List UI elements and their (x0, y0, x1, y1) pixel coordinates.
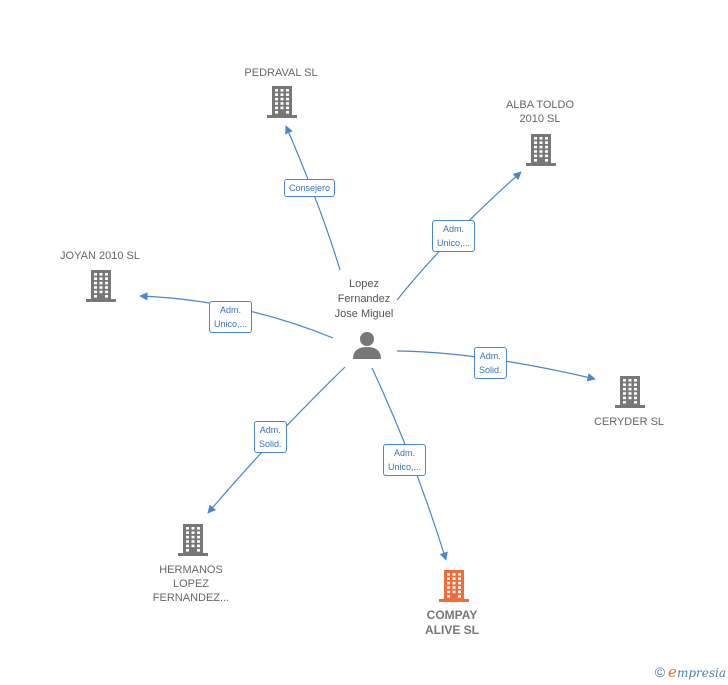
edge-label-compay[interactable]: Adm. Unico,... (383, 444, 427, 476)
edge-label-pedraval[interactable]: Consejero (284, 179, 336, 197)
edge-label-line: Solid. (259, 439, 282, 449)
edge-label-joyan[interactable]: Adm. Unico,... (209, 301, 253, 333)
company-label-line: JOYAN 2010 SL (60, 250, 140, 262)
edge-label-line: Unico,... (214, 319, 248, 329)
company-label-alba[interactable]: ALBA TOLDO 2010 SL (506, 98, 574, 126)
edge-label-hermanos[interactable]: Adm. Solid. (254, 421, 287, 453)
company-label-line: LOPEZ (172, 578, 210, 590)
building-icon (86, 270, 116, 302)
building-icon (267, 86, 297, 118)
edge-label-line: Consejero (289, 183, 331, 193)
company-node-alba[interactable] (525, 133, 557, 172)
person-name-line: Jose Miguel (334, 308, 394, 320)
company-label-line: ALBA TOLDO (505, 99, 575, 111)
person-icon (353, 332, 381, 359)
company-label-joyan[interactable]: JOYAN 2010 SL (60, 249, 140, 263)
brand-initial: e (668, 663, 677, 681)
building-icon (526, 134, 556, 166)
edge-label-ceryder[interactable]: Adm. Solid. (474, 347, 507, 379)
company-label-line: CERYDER SL (593, 416, 665, 428)
person-name-line: Lopez (349, 278, 379, 290)
company-node-pedraval[interactable] (266, 85, 298, 124)
edge-label-line: Adm. (259, 425, 281, 435)
company-node-joyan[interactable] (85, 269, 117, 308)
building-icon (439, 570, 469, 602)
company-label-ceryder[interactable]: CERYDER SL (594, 415, 664, 429)
empresia-logo: ©empresia (655, 663, 726, 681)
company-label-line: HERMANOS (159, 564, 223, 576)
edge-label-line: Solid. (479, 365, 502, 375)
company-label-line: COMPAY (426, 608, 478, 622)
copyright-symbol: © (654, 664, 666, 680)
edge-label-line: Adm. (220, 305, 242, 315)
edge-pedraval (285, 125, 341, 271)
edge-label-line: Adm. (479, 351, 501, 361)
brand-name: mpresia (676, 666, 726, 680)
building-icon (615, 376, 645, 408)
company-label-line: FERNANDEZ... (152, 592, 230, 604)
company-node-hermanos[interactable] (177, 523, 209, 562)
edge-label-line: Unico,... (388, 462, 422, 472)
edge-label-line: Unico,... (437, 238, 471, 248)
edge-label-line: Adm. (443, 224, 465, 234)
edge-label-alba[interactable]: Adm. Unico,... (432, 220, 476, 252)
company-label-line: 2010 SL (519, 113, 561, 125)
company-node-ceryder[interactable] (614, 375, 646, 414)
company-label-pedraval[interactable]: PEDRAVAL SL (244, 66, 317, 80)
company-label-line: PEDRAVAL SL (244, 67, 318, 79)
company-node-compay[interactable] (438, 569, 470, 608)
person-node[interactable] (352, 330, 382, 365)
person-name-line: Fernandez (337, 293, 391, 305)
edge-label-line: Adm. (394, 448, 416, 458)
company-label-line: ALIVE SL (424, 623, 480, 637)
company-label-hermanos[interactable]: HERMANOS LOPEZ FERNANDEZ... (153, 563, 229, 605)
building-icon (178, 524, 208, 556)
